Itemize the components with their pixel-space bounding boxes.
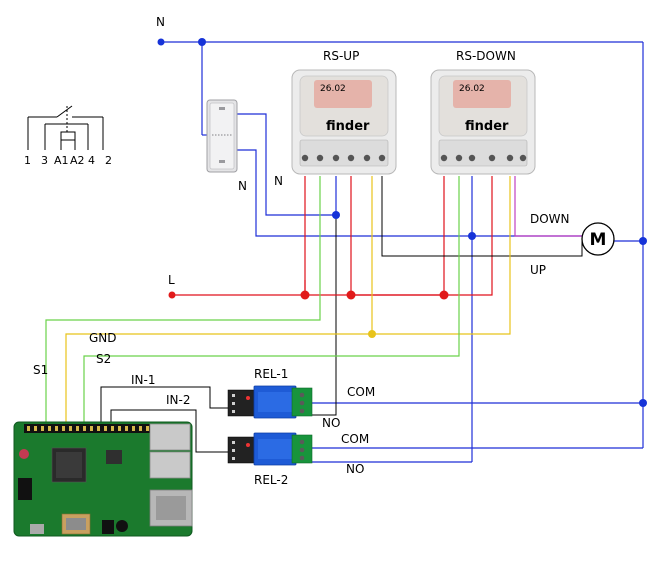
label-s1: S1 xyxy=(33,363,48,377)
relay-brand-text: finder xyxy=(326,119,370,134)
junction-dot xyxy=(300,290,310,300)
junction-dot xyxy=(157,38,165,46)
label-rs-up: RS-UP xyxy=(323,49,359,63)
label-n-top: N xyxy=(156,15,165,29)
diagram-labels: N RS-UP RS-DOWN N N L DOWN UP GND S1 S2 … xyxy=(33,15,570,487)
relay-model-text: 26.02 xyxy=(320,84,346,94)
neutral-wires xyxy=(161,41,644,463)
relay-pinout-symbol xyxy=(27,105,104,150)
raspberry-pi-board xyxy=(13,421,193,537)
label-com2: COM xyxy=(341,432,369,446)
pin-label: 1 xyxy=(24,154,31,167)
label-s2: S2 xyxy=(96,352,111,366)
pin-label: 4 xyxy=(88,154,95,167)
relay-module-rel2 xyxy=(227,432,313,466)
junction-dot xyxy=(368,330,376,338)
label-up: UP xyxy=(530,263,546,277)
label-l: L xyxy=(168,273,175,287)
motor-label: M xyxy=(590,230,607,250)
label-rel1: REL-1 xyxy=(254,367,288,381)
relay-model-text: 26.02 xyxy=(459,84,485,94)
relay-module-rel1 xyxy=(227,385,313,419)
label-com1: COM xyxy=(347,385,375,399)
down-wire xyxy=(514,176,582,237)
label-down: DOWN xyxy=(530,212,570,226)
label-n-switch: N xyxy=(238,179,247,193)
relay-rs-up: 26.02 finder xyxy=(291,69,397,175)
junction-dot xyxy=(439,290,449,300)
label-rel2: REL-2 xyxy=(254,473,288,487)
label-rs-down: RS-DOWN xyxy=(456,49,516,63)
junction-dot xyxy=(346,290,356,300)
pin-label: 3 xyxy=(41,154,48,167)
wall-switch xyxy=(206,99,238,173)
relay-rs-down: 26.02 finder xyxy=(430,69,536,175)
label-gnd: GND xyxy=(89,331,117,345)
label-in1: IN-1 xyxy=(131,373,155,387)
junction-dots xyxy=(157,38,647,407)
junction-dot xyxy=(198,38,206,46)
relay-brand-text: finder xyxy=(465,119,509,134)
pin-label: A2 xyxy=(70,154,85,167)
pin-label: 2 xyxy=(105,154,112,167)
motor: M xyxy=(581,222,615,256)
junction-dot xyxy=(332,211,340,219)
junction-dot xyxy=(639,399,647,407)
label-in2: IN-2 xyxy=(166,393,190,407)
junction-dot xyxy=(168,291,176,299)
input-wires xyxy=(100,386,228,453)
s1-s2-wires xyxy=(45,176,460,425)
label-no2: NO xyxy=(346,462,364,476)
junction-dot xyxy=(639,237,647,245)
label-n-relay: N xyxy=(274,174,283,188)
label-no1: NO xyxy=(322,416,340,430)
pinout-legend-labels: 1 3 A1 A2 4 2 xyxy=(24,154,112,167)
pin-label: A1 xyxy=(54,154,69,167)
gnd-wires xyxy=(65,176,511,425)
junction-dot xyxy=(468,232,476,240)
